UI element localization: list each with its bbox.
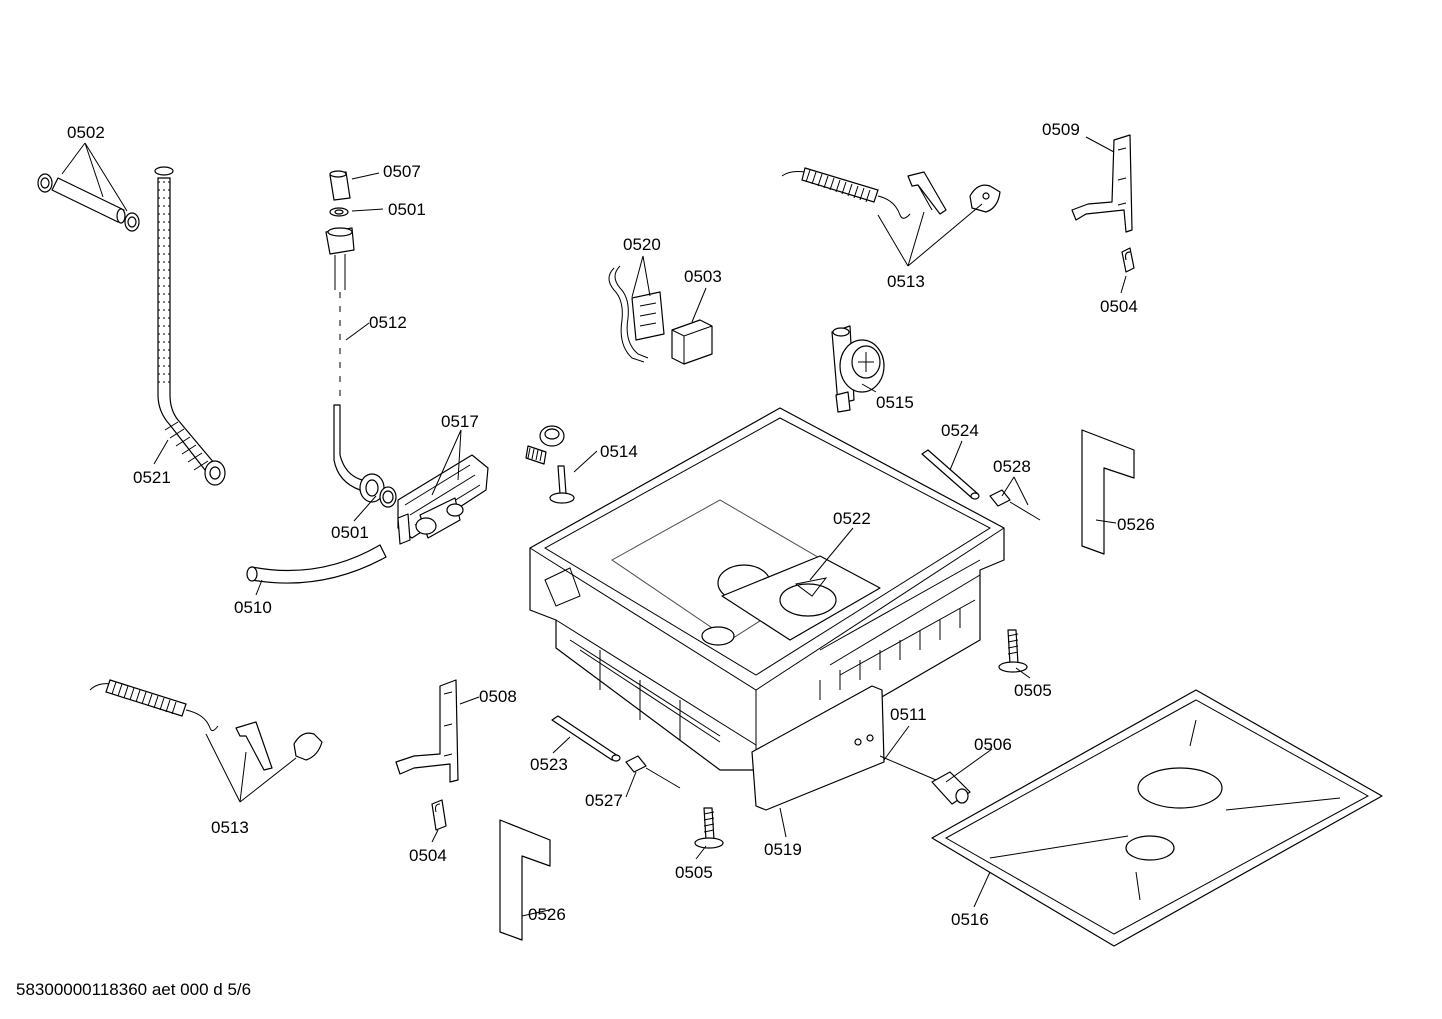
label-0513-lower: 0513 [211,818,249,837]
part-0507-0501-0512-inlet [325,170,397,508]
label-0519: 0519 [764,840,802,859]
part-0517-inlet-assembly [397,454,489,545]
label-0522: 0522 [833,509,871,528]
label-0504-lower: 0504 [409,846,447,865]
part-main-base-tub [529,407,1005,771]
label-0520: 0520 [623,235,661,254]
part-0526-lower-bracket [499,819,551,941]
label-0514: 0514 [600,442,638,461]
label-0513-upper: 0513 [887,272,925,291]
part-0506-0516-bottom-plate [879,689,1383,947]
part-0502-hose-clamps [37,173,140,232]
part-0514-small-parts [525,425,575,504]
label-0508: 0508 [479,687,517,706]
label-0521: 0521 [133,468,171,487]
part-0508-bracket-lower [395,679,459,831]
part-0505-foot-screw-lower [694,807,724,849]
label-0505-right: 0505 [1014,681,1052,700]
leader-lines [61,136,1127,917]
label-0517: 0517 [441,412,479,431]
part-0523-0527-lower [551,715,681,789]
label-0512: 0512 [369,313,407,332]
part-0505-foot-screw-right [998,629,1028,673]
part-0515-heater-pump [831,325,885,413]
label-0515: 0515 [876,393,914,412]
drawing-reference-code: 58300000118360 aet 000 d 5/6 [16,980,252,999]
label-0501-top: 0501 [388,200,426,219]
part-0520-0503-heater-parts [608,265,713,365]
label-0526-right: 0526 [1117,515,1155,534]
label-0507: 0507 [383,162,421,181]
part-0513-springs-upper [781,167,1001,219]
label-0502: 0502 [67,123,105,142]
label-0510: 0510 [234,598,272,617]
label-0528: 0528 [993,457,1031,476]
label-0527: 0527 [585,791,623,810]
label-0516: 0516 [951,910,989,929]
label-0509: 0509 [1042,120,1080,139]
part-0519-front-panel [751,685,885,811]
part-0521-drain-hose [154,166,226,486]
label-0511: 0511 [890,705,927,724]
label-0526-lower: 0526 [528,905,566,924]
label-0524: 0524 [941,421,979,440]
part-0524-0528-0526-right [921,429,1135,555]
label-0503: 0503 [684,267,722,286]
part-0509-bracket-upper [1071,134,1135,273]
label-0505-lower: 0505 [675,863,713,882]
label-0523: 0523 [530,755,568,774]
label-0501-mid: 0501 [331,523,369,542]
label-0506: 0506 [974,735,1012,754]
part-0510-hose [246,544,387,584]
part-labels: 0502 0507 0501 0512 0520 0503 0513 0509 … [67,120,1155,929]
label-0504-upper: 0504 [1100,297,1138,316]
part-0513-springs-lower [89,679,323,771]
